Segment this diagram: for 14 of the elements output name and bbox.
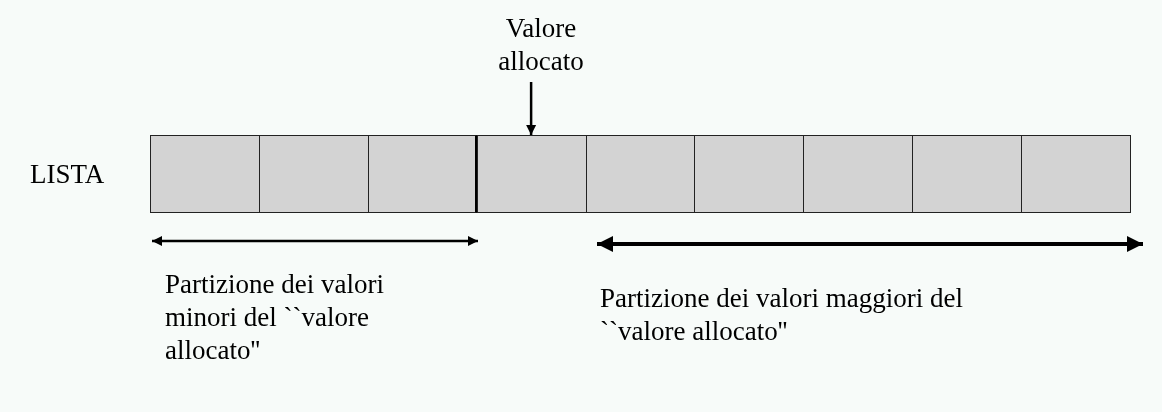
array-cell xyxy=(367,135,478,213)
array-cell xyxy=(476,135,587,213)
partition-caption: Partizione dei valori maggiori del ``valore allocato'' xyxy=(600,282,964,348)
array-cell xyxy=(912,135,1023,213)
array-cell xyxy=(585,135,696,213)
array-name: LISTA xyxy=(30,158,106,191)
arrow xyxy=(526,82,537,135)
partition-caption: Partizione dei valori minori del ``valore allocato'' xyxy=(165,268,385,367)
array-cell xyxy=(694,135,805,213)
array-cell xyxy=(803,135,914,213)
array-cell xyxy=(150,135,260,213)
callout-text: Valore allocato xyxy=(486,12,596,78)
array-cell xyxy=(258,135,369,213)
array-cell xyxy=(1021,135,1131,213)
